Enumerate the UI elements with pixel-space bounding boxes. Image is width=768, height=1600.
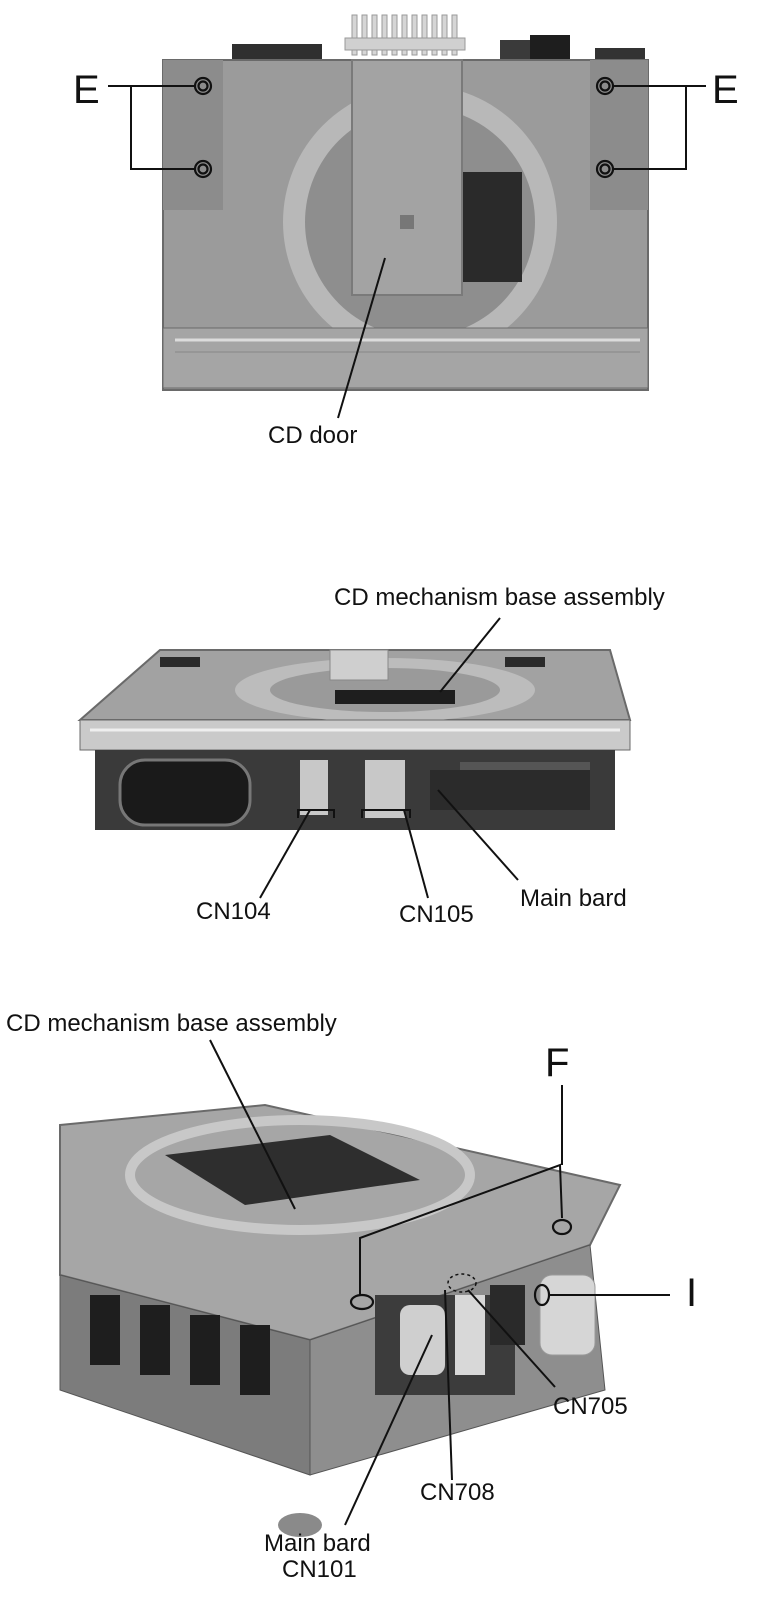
main-board-label: Main bard [520, 885, 627, 912]
cd-door-label: CD door [268, 422, 358, 449]
screw-e-label-right: E [712, 68, 739, 112]
figure-cd-door: E E CD door [0, 0, 768, 470]
figure-cd-mechanism-front: CD mechanism base assembly CN104 CN105 M… [0, 580, 768, 950]
cn105-label: CN105 [399, 901, 474, 928]
screw-i-label: I [686, 1271, 698, 1315]
cd-mechanism-label: CD mechanism base assembly [334, 584, 665, 611]
figure-cd-mechanism-angle: CD mechanism base assembly F I CN705 CN7… [0, 1005, 768, 1600]
cn705-label: CN705 [553, 1393, 628, 1420]
front-view-photo [77, 617, 632, 899]
cn101-label: CN101 [282, 1556, 357, 1583]
screw-e-label-left: E [73, 68, 100, 112]
angled-view-photo [59, 1039, 670, 1537]
cn104-label: CN104 [196, 898, 271, 925]
screw-f-label: F [545, 1041, 570, 1085]
main-board-label: Main bard [264, 1530, 371, 1557]
cd-mechanism-label: CD mechanism base assembly [6, 1010, 337, 1037]
cn708-label: CN708 [420, 1479, 495, 1506]
top-view-photo [108, 14, 706, 419]
